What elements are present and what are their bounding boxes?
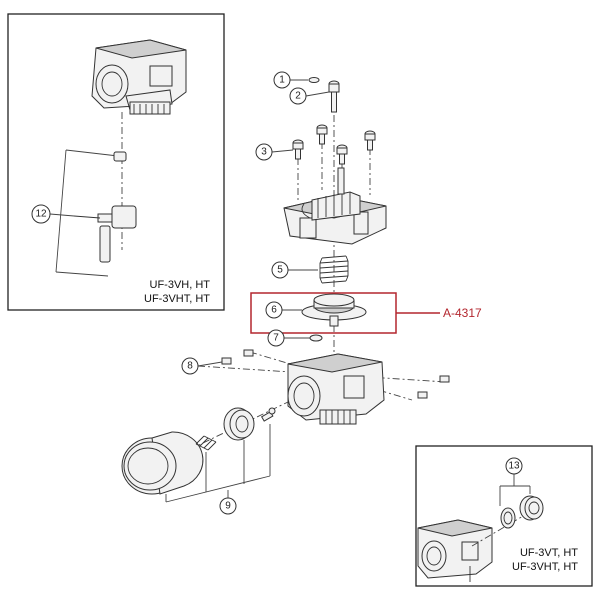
part-9-group: 9: [121, 401, 289, 515]
part-5-spring: 5: [271, 255, 349, 284]
callout-5-label: 5: [277, 265, 283, 276]
inset-right-model-1: UF-3VT, HT: [520, 547, 578, 559]
inset-right-fitting: [500, 495, 544, 529]
main-assembly: 1 2 3: [121, 71, 482, 515]
main-valve-body: [287, 353, 385, 425]
callout-13: 13: [499, 457, 531, 506]
callout-6-label: 6: [271, 305, 277, 316]
inset-left-valve-body: [91, 39, 187, 115]
inset-right-valve-body: [417, 519, 493, 582]
inset-left-probe: [73, 205, 137, 263]
inset-left-model-2: UF-3VHT, HT: [144, 293, 210, 305]
inset-left-cap: [113, 151, 127, 162]
callout-8-label: 8: [187, 361, 193, 372]
part-number-label: A-4317: [443, 306, 482, 320]
inset-left: 12 UF-3VH, HT UF-3VHT, HT: [7, 13, 225, 311]
highlight-callout: A-4317: [250, 292, 482, 334]
part-7-oring: 7: [267, 329, 323, 347]
callout-2-label: 2: [295, 91, 301, 102]
part-6-diaphragm: 6: [265, 293, 367, 327]
callout-9-label: 9: [225, 501, 231, 512]
callout-3-label: 3: [261, 147, 267, 158]
inset-right-model-2: UF-3VHT, HT: [512, 561, 578, 573]
callout-7-label: 7: [273, 333, 279, 344]
head-assembly: [283, 167, 387, 245]
callout-1-label: 1: [279, 75, 285, 86]
part-1-ring: 1: [273, 71, 320, 89]
callout-12-label: 12: [35, 209, 47, 220]
inset-right: 13 UF-3VT, HT UF-3VHT, HT: [415, 445, 593, 587]
part-2-screw: 2: [289, 80, 340, 113]
inset-left-model-1: UF-3VH, HT: [150, 279, 211, 291]
callout-12: 12: [31, 204, 75, 224]
callout-13-label: 13: [508, 461, 520, 472]
part-3-screws: 3: [255, 124, 376, 165]
